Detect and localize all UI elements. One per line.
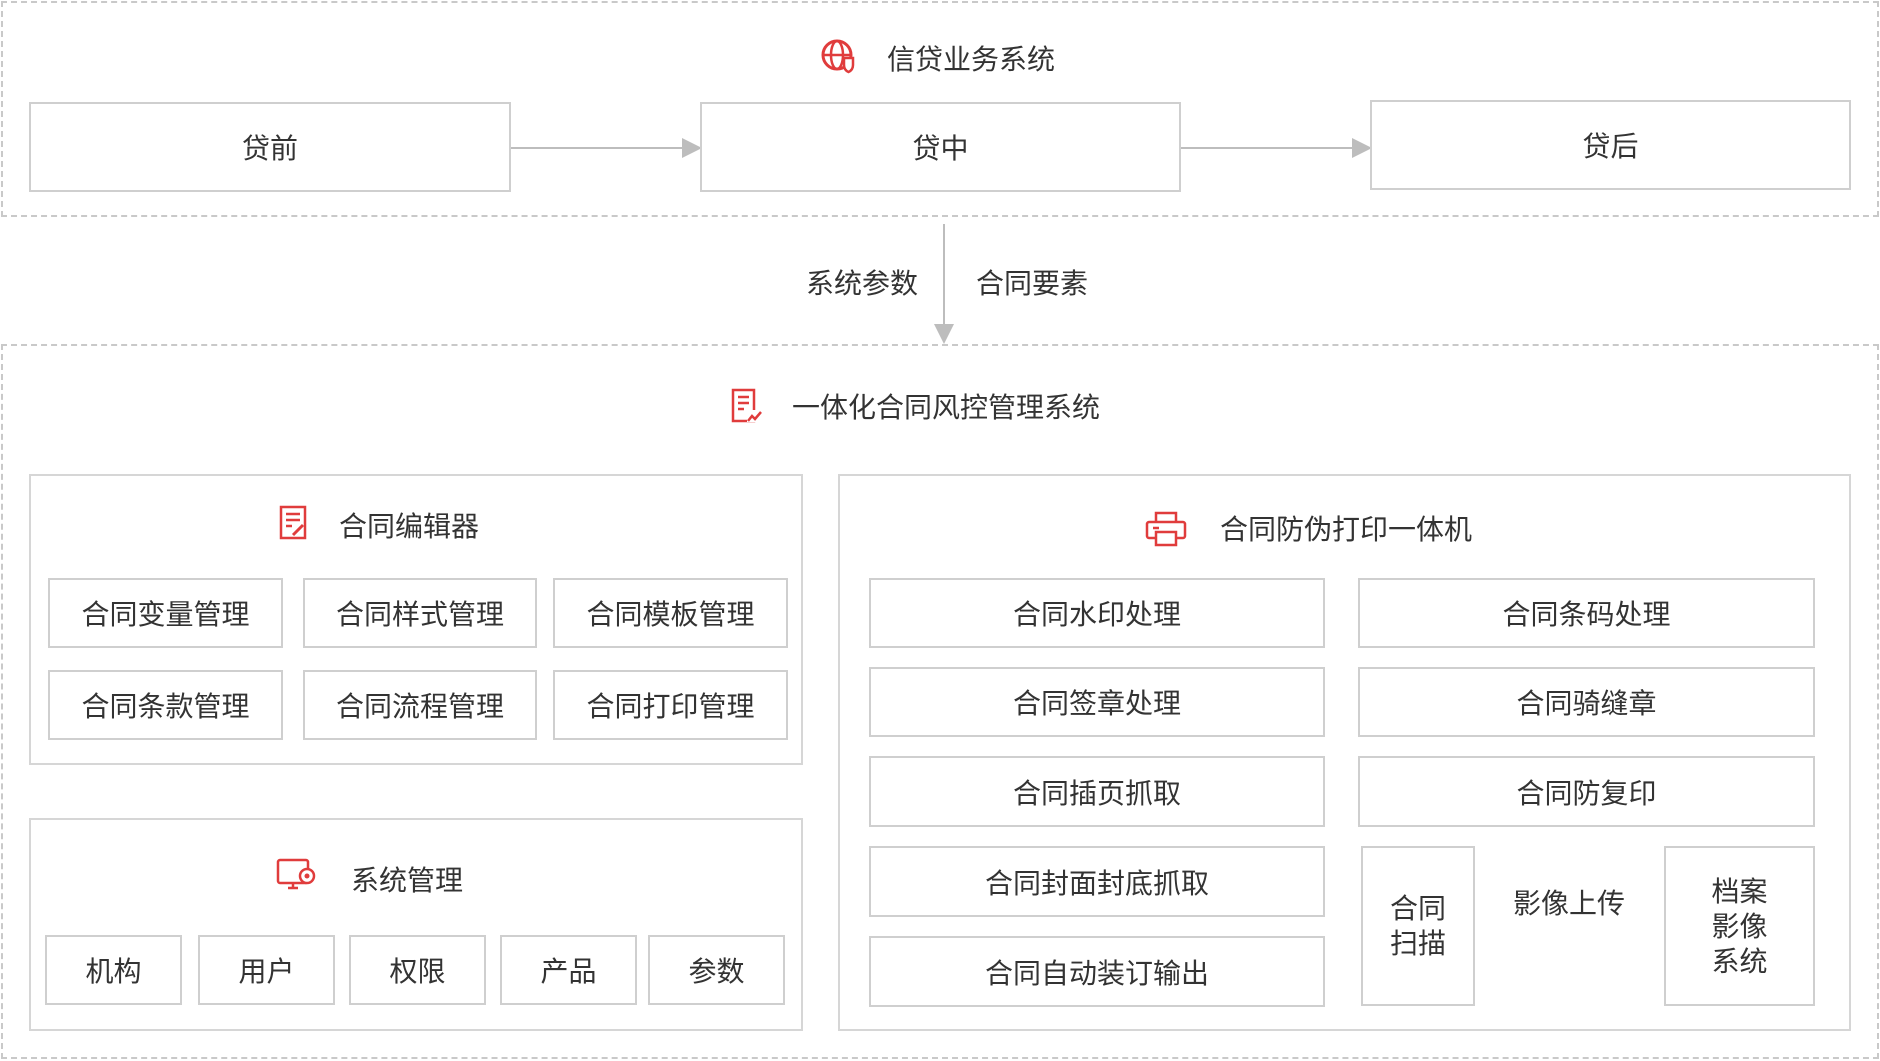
stage-box-pre-loan[interactable]: 贷前	[29, 102, 511, 192]
printer-item-insert-page[interactable]: 合同插页抓取	[869, 756, 1325, 827]
printer-item-barcode[interactable]: 合同条码处理	[1358, 578, 1815, 648]
system-management-title: 系统管理	[351, 864, 464, 897]
archive-line3: 系统	[1711, 944, 1768, 978]
system-item-permission[interactable]: 权限	[349, 935, 486, 1005]
system-item-product[interactable]: 产品	[500, 935, 637, 1005]
monitor-settings-icon	[276, 858, 316, 894]
contract-risk-control-system-region	[1, 344, 1879, 1059]
stage-box-post-loan[interactable]: 贷后	[1370, 100, 1851, 190]
credit-business-system-title: 信贷业务系统	[887, 43, 1056, 76]
credit-business-system-region	[1, 1, 1879, 217]
anti-counterfeit-printer-title: 合同防伪打印一体机	[1220, 513, 1473, 546]
printer-item-cover-capture[interactable]: 合同封面封底抓取	[869, 846, 1325, 917]
contract-scan-box[interactable]: 合同 扫描	[1361, 846, 1475, 1006]
flow-label-contract-elements: 合同要素	[976, 267, 1089, 300]
contract-risk-control-system-title: 一体化合同风控管理系统	[792, 391, 1101, 424]
system-item-user[interactable]: 用户	[198, 935, 335, 1005]
printer-item-watermark[interactable]: 合同水印处理	[869, 578, 1325, 648]
editor-item-clause-management[interactable]: 合同条款管理	[48, 670, 283, 740]
editor-item-variable-management[interactable]: 合同变量管理	[48, 578, 283, 648]
editor-item-template-management[interactable]: 合同模板管理	[553, 578, 788, 648]
editor-item-style-management[interactable]: 合同样式管理	[303, 578, 537, 648]
printer-item-seal[interactable]: 合同签章处理	[869, 667, 1325, 737]
globe-shield-icon	[820, 37, 858, 75]
archive-line2: 影像	[1711, 909, 1768, 943]
image-upload-label: 影像上传	[1513, 887, 1626, 920]
archive-line1: 档案	[1711, 874, 1768, 908]
document-edit-icon	[278, 505, 310, 541]
printer-item-anti-copy[interactable]: 合同防复印	[1358, 756, 1815, 827]
editor-item-print-management[interactable]: 合同打印管理	[553, 670, 788, 740]
printer-item-perforation-seal[interactable]: 合同骑缝章	[1358, 667, 1815, 737]
printer-icon	[1145, 510, 1187, 548]
document-chart-icon	[730, 388, 764, 424]
editor-item-process-management[interactable]: 合同流程管理	[303, 670, 537, 740]
printer-item-auto-binding[interactable]: 合同自动装订输出	[869, 936, 1325, 1007]
contract-editor-title: 合同编辑器	[339, 510, 480, 543]
contract-scan-line1: 合同	[1389, 892, 1446, 925]
archive-image-system-box[interactable]: 档案 影像 系统	[1664, 846, 1815, 1006]
flow-label-system-params: 系统参数	[806, 267, 919, 300]
stage-box-in-loan[interactable]: 贷中	[700, 102, 1181, 192]
system-item-parameter[interactable]: 参数	[648, 935, 785, 1005]
contract-scan-line2: 扫描	[1389, 927, 1446, 960]
system-item-organization[interactable]: 机构	[45, 935, 182, 1005]
